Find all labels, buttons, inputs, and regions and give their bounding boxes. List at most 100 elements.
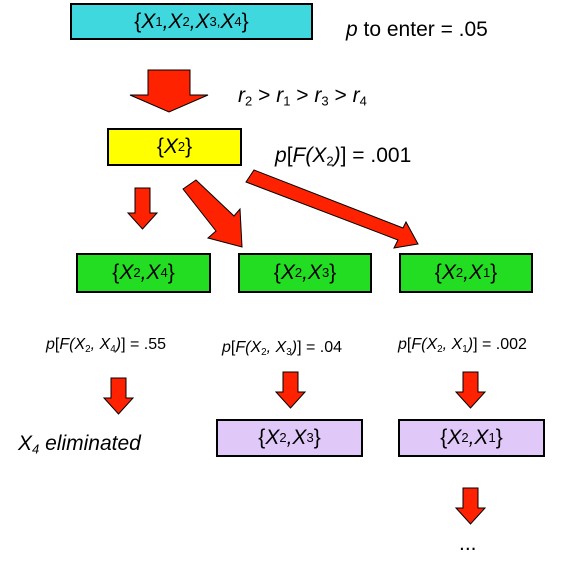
sub: 2 (245, 93, 253, 109)
bracket: [ (406, 336, 412, 353)
brace: { (258, 426, 266, 449)
sep: , (90, 336, 100, 353)
sep: , (442, 336, 452, 353)
var: X (168, 9, 183, 33)
p: p (222, 339, 231, 356)
paren: ( (69, 336, 75, 353)
p: p (46, 336, 55, 353)
arrow-below-pair-x2-x3 (274, 371, 307, 409)
brace: } (241, 9, 249, 33)
big-down-arrow (129, 69, 209, 113)
sep: , (286, 426, 293, 449)
var: X (220, 9, 235, 33)
paren: ) (115, 336, 122, 353)
var: X (312, 144, 327, 167)
var: X (426, 336, 438, 353)
sep: , (140, 261, 147, 284)
gt: > (252, 84, 277, 107)
bracket: [ (286, 144, 293, 167)
r: r (314, 84, 322, 107)
arrow-below-pair-x2-x1 (454, 371, 487, 409)
continuation-ellipsis: ... (459, 532, 477, 555)
sub: 1 (283, 93, 291, 109)
brace: } (329, 261, 337, 284)
brace: { (112, 261, 120, 284)
sep: , (302, 261, 308, 284)
gt: > (290, 84, 315, 107)
diag-arrow-to-x2-x3 (182, 179, 243, 248)
sub: 2 (261, 346, 267, 358)
sub: 4 (359, 93, 367, 109)
sep: , (266, 339, 276, 356)
paren: ( (245, 339, 251, 356)
sub: 2 (85, 343, 91, 355)
paren: ( (421, 336, 427, 353)
var: X (119, 261, 134, 284)
p: p (398, 336, 407, 353)
var: X (163, 135, 178, 158)
var: X (265, 426, 280, 449)
pair-p-value-x2-x1: p[F(X2, X1)] = .002 (398, 336, 527, 354)
sub: 2 (326, 153, 334, 169)
r: r (276, 84, 284, 107)
brace: } (167, 261, 175, 284)
p-to-enter-label: p to enter = .05 (346, 18, 488, 42)
arrow-below-final-x2-x1 (454, 487, 487, 525)
var: X (307, 261, 322, 284)
brace: { (440, 426, 448, 449)
F: F (292, 144, 306, 167)
var: X (18, 432, 33, 455)
x4-eliminated-label: X4 eliminated (18, 432, 141, 456)
paren: ( (305, 144, 313, 167)
text: eliminated (39, 432, 141, 455)
brace: { (134, 9, 142, 33)
sub: 4 (110, 343, 116, 355)
p: p (275, 144, 287, 167)
text: to enter = .05 (357, 18, 488, 41)
brace: { (273, 261, 281, 284)
var: X (292, 426, 307, 449)
arrow-below-pair-x2-x4 (102, 377, 135, 415)
correlation-order-label: r2 > r1 > r3 > r4 (238, 84, 367, 108)
p: p (346, 18, 358, 41)
sub: 3 (286, 346, 292, 358)
sub: 4 (32, 441, 40, 457)
brace: } (313, 426, 321, 449)
var: X (474, 426, 489, 449)
text: ] = .002 (473, 336, 527, 353)
sub: 1 (462, 343, 468, 355)
var: X (146, 261, 161, 284)
brace: { (434, 261, 442, 284)
r: r (352, 84, 360, 107)
var: X (447, 426, 462, 449)
sep: , (463, 261, 469, 284)
sub: 3 (321, 93, 329, 109)
text: ] = .55 (121, 336, 166, 353)
sep: , (189, 9, 196, 33)
paren: ) (333, 144, 341, 167)
paren: ) (467, 336, 474, 353)
F: F (59, 336, 70, 353)
bracket: [ (54, 336, 60, 353)
var: X (280, 261, 295, 284)
F: F (411, 336, 422, 353)
text: ] = .04 (297, 339, 342, 356)
gt: > (328, 84, 353, 107)
x2-p-value-label: p[F(X2)] = .001 (275, 144, 411, 168)
var: X (141, 9, 156, 33)
brace: { (156, 135, 164, 158)
pair-p-value-x2-x4: p[F(X2, X4)] = .55 (46, 336, 166, 354)
pair-p-value-x2-x3: p[F(X2, X3)] = .04 (222, 339, 342, 357)
brace: } (490, 261, 498, 284)
brace: } (495, 426, 503, 449)
sub: 2 (437, 343, 443, 355)
var: X (468, 261, 483, 284)
sep: , (162, 9, 169, 33)
